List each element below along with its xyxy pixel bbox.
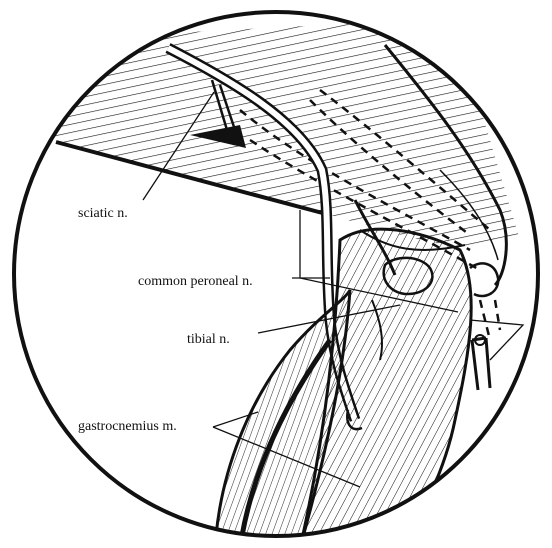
label-gastrocnemius: gastrocnemius m. xyxy=(78,419,177,434)
label-tibial: tibial n. xyxy=(187,332,230,347)
label-common-peroneal: common peroneal n. xyxy=(138,274,253,289)
label-sciatic: sciatic n. xyxy=(78,206,128,221)
